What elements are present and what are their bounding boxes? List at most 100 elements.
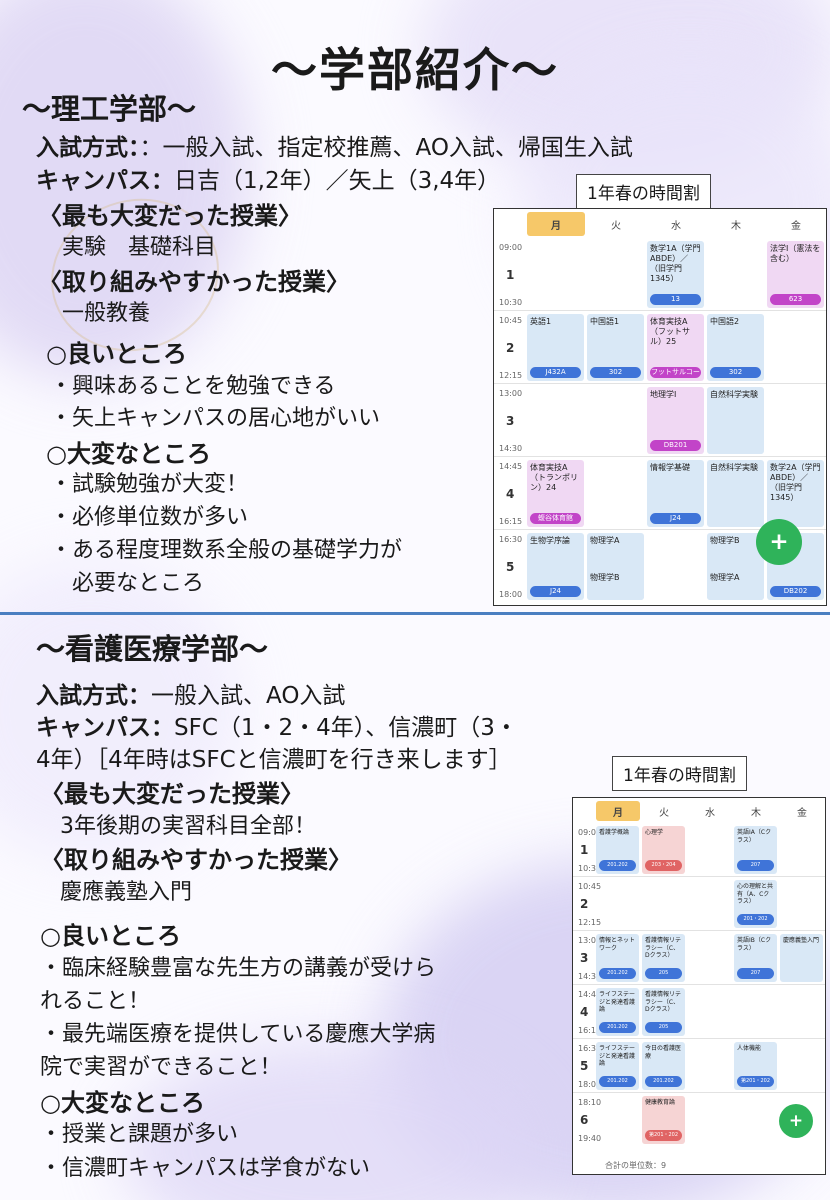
period-end-time: 12:15 [499, 371, 523, 380]
period-end-time: 18:00 [499, 590, 523, 599]
class-cell[interactable]: 慶應義塾入門 [780, 934, 823, 982]
engineering-exam-label: 入試方式： [36, 135, 140, 161]
engineering-hard-item: 必要なところ [72, 571, 205, 596]
nursing-exam-value: 一般入試、AO入試 [151, 683, 346, 709]
period-start-time: 09:00 [578, 828, 602, 837]
class-cell[interactable]: 物理学B [587, 569, 644, 600]
class-name: 看護情報リテラシー（C、Dクラス） [645, 991, 682, 1013]
engineering-campus-label: キャンパス： [36, 168, 174, 194]
class-name: 健康教育論 [645, 1099, 676, 1106]
room-badge: J24 [650, 513, 701, 524]
room-badge: 302 [590, 367, 641, 378]
class-name: 今日の看護医療 [645, 1045, 682, 1060]
room-badge: 207 [737, 860, 774, 871]
day-header[interactable]: 月 [527, 212, 585, 236]
class-cell[interactable]: 英語ⅠB（Cクラス）207 [734, 934, 777, 982]
class-cell[interactable]: 法学Ⅰ（憲法を含む）623 [767, 241, 824, 308]
day-header[interactable]: 火 [659, 807, 669, 819]
room-badge: 207 [737, 968, 774, 979]
class-cell[interactable]: 自然科学実験 [707, 387, 764, 454]
nursing-hardest-heading: 〈最も大変だった授業〉 [40, 780, 304, 808]
class-name: 体育実技A（トランポリン）24 [530, 463, 578, 492]
nursing-title: ～看護医療学部～ [36, 632, 269, 666]
period-start-time: 13:00 [499, 389, 523, 398]
period-start-time: 14:45 [578, 990, 602, 999]
day-header[interactable]: 水 [705, 807, 715, 819]
class-cell[interactable]: 数学1A（学門ABDE）／（旧学門1345）13 [647, 241, 704, 308]
nursing-campus-cont: 4年）［4年時はSFCと信濃町を行き来します］ [36, 747, 512, 773]
room-badge: 203・204 [645, 860, 682, 871]
period-start-time: 18:10 [578, 1098, 602, 1107]
class-cell[interactable]: 自然科学実験 [707, 460, 764, 527]
period-start-time: 13:00 [578, 936, 602, 945]
period-number: 4 [506, 486, 515, 501]
period-number: 3 [580, 951, 589, 965]
nursing-easiest-heading: 〈取り組みやすかった授業〉 [40, 846, 352, 874]
class-cell[interactable]: 心の理解と共有（A、Cクラス）201・202 [734, 880, 777, 928]
class-cell[interactable]: 看護情報リテラシー（C、Dクラス）205 [642, 934, 685, 982]
class-name: 物理学A [590, 536, 620, 545]
room-badge: 201.202 [645, 1076, 682, 1087]
day-header[interactable]: 木 [731, 220, 741, 232]
row-separator [573, 984, 825, 985]
day-header[interactable]: 火 [611, 220, 621, 232]
class-cell[interactable]: 数学2A（学門ABDE）／（旧学門1345） [767, 460, 824, 527]
day-header[interactable]: 水 [671, 220, 681, 232]
class-cell[interactable]: 英語ⅠA（Cクラス） 207 [734, 826, 777, 874]
engineering-exam: 入試方式：：一般入試、指定校推薦、AO入試、帰国生入試 [36, 128, 633, 162]
room-badge: 205 [645, 968, 682, 979]
period-end-time: 14:30 [578, 972, 602, 981]
day-header[interactable]: 金 [797, 807, 807, 819]
period-end-time: 16:15 [578, 1026, 602, 1035]
nursing-good-item: ・最先端医療を提供している慶應大学病 [40, 1022, 436, 1047]
class-name: ライフステージと発達看護論 [599, 1045, 636, 1067]
row-separator [494, 310, 826, 311]
class-name: 中国語2 [710, 317, 740, 326]
day-header[interactable]: 金 [791, 220, 801, 232]
class-name: 物理学B [710, 536, 740, 545]
class-name: 法学Ⅰ（憲法を含む） [770, 244, 821, 263]
class-cell[interactable]: 看護情報リテラシー（C、Dクラス） 205 [642, 988, 685, 1036]
period-end-time: 19:40 [578, 1134, 602, 1143]
row-separator [494, 456, 826, 457]
engineering-hardest-value: 実験 基礎科目 [62, 235, 217, 260]
class-cell[interactable]: 今日の看護医療 201.202 [642, 1042, 685, 1090]
class-name: 生物学序論 [530, 536, 570, 545]
period-end-time: 10:30 [578, 864, 602, 873]
class-cell[interactable]: 健康教育論第201・202 [642, 1096, 685, 1144]
row-separator [494, 383, 826, 384]
section-divider [0, 612, 830, 615]
period-end-time: 14:30 [499, 444, 523, 453]
add-class-button[interactable]: + [756, 519, 802, 565]
add-class-button[interactable]: + [779, 1104, 813, 1138]
nursing-hard-item: ・信濃町キャンパスは学食がない [40, 1156, 371, 1181]
class-name: 心の理解と共有（A、Cクラス） [737, 883, 774, 905]
room-badge: フットサルコー [650, 367, 701, 378]
nursing-exam-label: 入試方式： [36, 683, 151, 709]
class-name: 英語ⅠA（Cクラス） [737, 829, 772, 844]
nursing-good-item: 院で実習ができること！ [40, 1055, 282, 1080]
day-header[interactable]: 月 [596, 801, 640, 821]
day-header[interactable]: 木 [751, 807, 761, 819]
class-cell[interactable]: 人体機能第201・202 [734, 1042, 777, 1090]
class-cell[interactable]: 物理学A [707, 569, 764, 600]
engineering-exam-value: ：一般入試、指定校推薦、AO入試、帰国生入試 [139, 135, 633, 161]
room-badge: 205 [645, 1022, 682, 1033]
engineering-good-heading: ○良いところ [46, 340, 187, 368]
class-name: 情報とネットワーク [599, 937, 636, 952]
page-title: ～学部紹介～ [271, 43, 559, 97]
